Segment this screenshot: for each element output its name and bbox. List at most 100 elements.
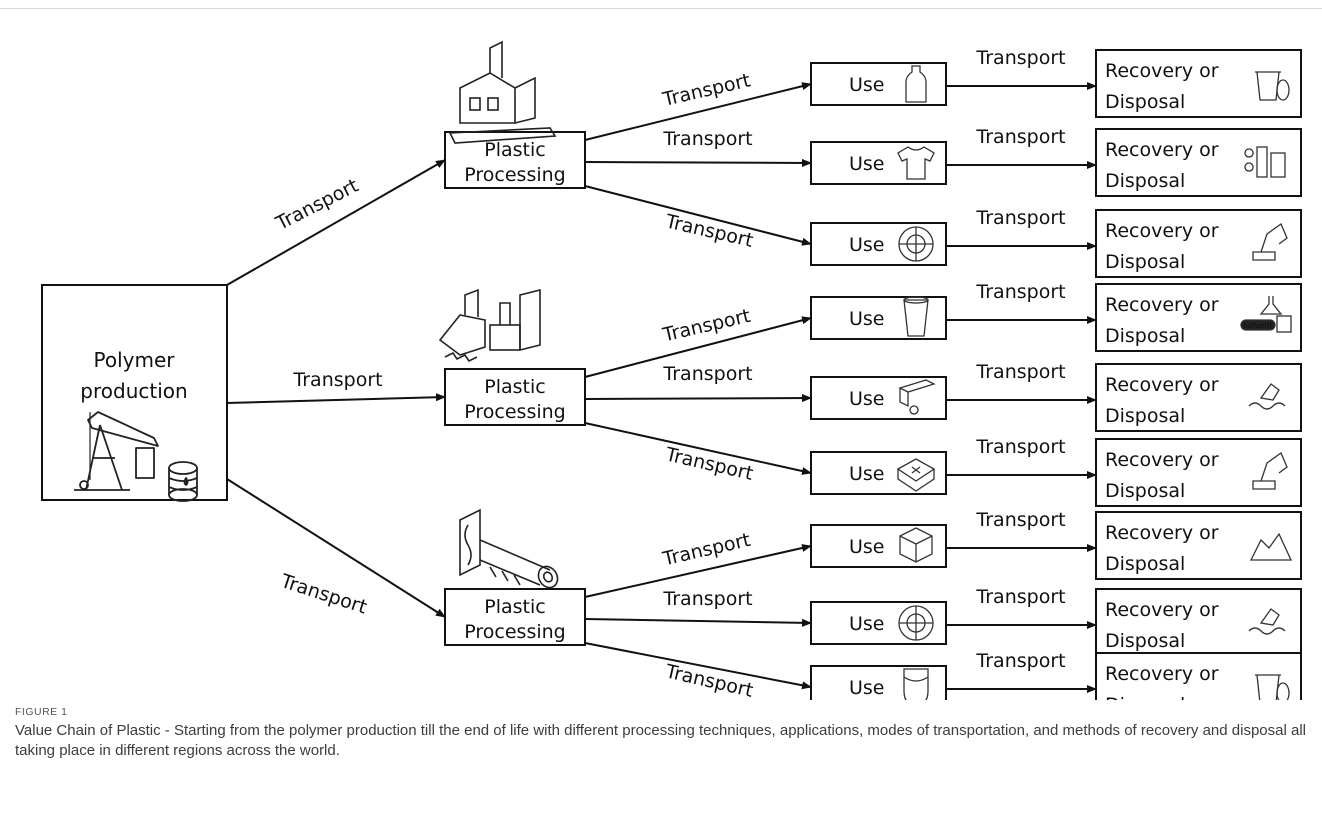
- use-node-3-1: Use: [810, 524, 947, 568]
- recovery-or-disposal-node-3-1: Recovery or Disposal: [1095, 511, 1302, 580]
- box-icon: [899, 527, 933, 563]
- recovery-label-line1: Recovery or: [1105, 139, 1219, 161]
- transport-label-processing-1-to-use-1: Transport: [660, 69, 753, 111]
- recovery-label-line1: Recovery or: [1105, 294, 1219, 316]
- use-node-2-2: Use: [810, 376, 947, 420]
- transport-label-processing-3-to-use-1: Transport: [660, 529, 753, 571]
- solvent-tag: solvent: [1243, 321, 1272, 330]
- transport-arrow-processing-1-to-use-3: [584, 185, 812, 246]
- plastic-processing-label-line2: Processing: [464, 164, 565, 186]
- plastic-processing-label-line2: Processing: [464, 621, 565, 643]
- use-node-1-2: Use: [810, 141, 947, 185]
- recovery-label-line1: Recovery or: [1105, 220, 1219, 242]
- use-label: Use: [849, 677, 885, 699]
- transport-arrow-processing-2-to-use-1: [584, 316, 812, 378]
- recovery-or-disposal-node-1-3: Recovery or Disposal: [1095, 209, 1302, 278]
- ocean-waste-icon: [1248, 608, 1286, 635]
- transport-label-source-to-processing-2: Transport: [292, 369, 382, 391]
- recovery-label-line1: Recovery or: [1105, 599, 1219, 621]
- use-node-1-1: Use: [810, 62, 947, 106]
- recovery-or-disposal-node-3-3: Recovery or Disposal: [1095, 652, 1302, 700]
- transport-label-use-3-1-to-eol: Transport: [975, 509, 1065, 531]
- use-label: Use: [849, 153, 885, 175]
- transport-label-processing-1-to-use-3: Transport: [662, 210, 755, 252]
- plastic-processing-label-line1: Plastic: [484, 596, 545, 618]
- transport-label-use-1-1-to-eol: Transport: [975, 47, 1065, 69]
- use-node-3-2: Use: [810, 601, 947, 645]
- trash-bin-icon: [1255, 71, 1290, 101]
- transport-label-use-2-3-to-eol: Transport: [975, 436, 1065, 458]
- transport-arrow-processing-3-to-use-2: [584, 618, 812, 627]
- transport-arrow-processing-1-to-use-2: [584, 158, 812, 167]
- chemical-recycling-plant-icon: [1244, 146, 1286, 178]
- recovery-label-line2: Disposal: [1105, 405, 1185, 427]
- cup-icon: [903, 296, 929, 337]
- transport-arrow-source-to-processing-3: [226, 478, 446, 618]
- top-divider: [0, 8, 1322, 9]
- recovery-or-disposal-node-1-1: Recovery or Disposal: [1095, 49, 1302, 118]
- recovery-label-line2: Disposal: [1105, 91, 1185, 113]
- transport-label-processing-3-to-use-2: Transport: [662, 588, 752, 610]
- recovery-or-disposal-node-3-2: Recovery or Disposal: [1095, 588, 1302, 657]
- transport-label-processing-1-to-use-2: Transport: [662, 128, 752, 150]
- recovery-label-line2: Disposal: [1105, 553, 1185, 575]
- use-label: Use: [849, 74, 885, 96]
- recovery-label-line2: Disposal: [1105, 630, 1185, 652]
- transport-label-use-1-2-to-eol: Transport: [975, 126, 1065, 148]
- use-node-3-3: Use: [810, 665, 947, 700]
- transport-arrow-processing-2-to-use-3: [584, 422, 812, 475]
- sofa-icon: [896, 458, 936, 492]
- transport-label-use-3-3-to-eol: Transport: [975, 650, 1065, 672]
- transport-arrow-processing-2-to-use-2: [584, 394, 812, 403]
- soccer-ball-icon: [898, 605, 934, 641]
- excavator-icon: [1252, 452, 1288, 490]
- transport-label-processing-2-to-use-1: Transport: [660, 305, 753, 347]
- ocean-waste-icon: [1248, 383, 1286, 410]
- plastic-processing-label-line1: Plastic: [484, 139, 545, 161]
- bottle-icon: [905, 65, 927, 103]
- recovery-label-line2: Disposal: [1105, 694, 1185, 700]
- pipe-machine-icon: [459, 508, 559, 589]
- plastic-processing-label-line2: Processing: [464, 401, 565, 423]
- caption-label: FIGURE 1: [15, 706, 68, 718]
- use-label: Use: [849, 536, 885, 558]
- recovery-label-line2: Disposal: [1105, 480, 1185, 502]
- use-node-2-3: Use: [810, 451, 947, 495]
- transport-label-processing-2-to-use-2: Transport: [662, 363, 752, 385]
- factory-icon: [448, 40, 557, 144]
- transport-arrow-processing-3-to-use-1: [584, 544, 812, 598]
- tire-icon: [898, 226, 934, 262]
- use-label: Use: [849, 388, 885, 410]
- excavator-icon: [1252, 223, 1288, 261]
- landfill-waste-icon: [1249, 532, 1293, 561]
- solvent-flask-icon: solvent: [1240, 296, 1292, 333]
- value-chain-diagram: Polymer production TransportPlasticProce…: [41, 40, 1302, 700]
- car-part-icon: [898, 379, 936, 415]
- recovery-label-line1: Recovery or: [1105, 522, 1219, 544]
- use-label: Use: [849, 613, 885, 635]
- transport-label-use-3-2-to-eol: Transport: [975, 586, 1065, 608]
- use-node-2-1: Use: [810, 296, 947, 340]
- use-label: Use: [849, 234, 885, 256]
- polymer-production-label-line2: production: [80, 379, 187, 403]
- recovery-label-line1: Recovery or: [1105, 60, 1219, 82]
- recovery-label-line2: Disposal: [1105, 251, 1185, 273]
- transport-label-use-2-2-to-eol: Transport: [975, 361, 1065, 383]
- use-label: Use: [849, 308, 885, 330]
- transport-arrow-source-to-processing-2: [226, 393, 446, 404]
- transport-label-source-to-processing-3: Transport: [277, 570, 370, 619]
- recovery-label-line1: Recovery or: [1105, 663, 1219, 685]
- caption-text: Value Chain of Plastic - Starting from t…: [15, 722, 1306, 759]
- bag-icon: [903, 668, 929, 700]
- transport-label-use-1-3-to-eol: Transport: [975, 207, 1065, 229]
- transport-label-source-to-processing-1: Transport: [272, 175, 362, 236]
- transport-arrow-processing-1-to-use-1: [584, 82, 812, 141]
- oil-pump-jack-and-barrel-icon: [74, 411, 198, 502]
